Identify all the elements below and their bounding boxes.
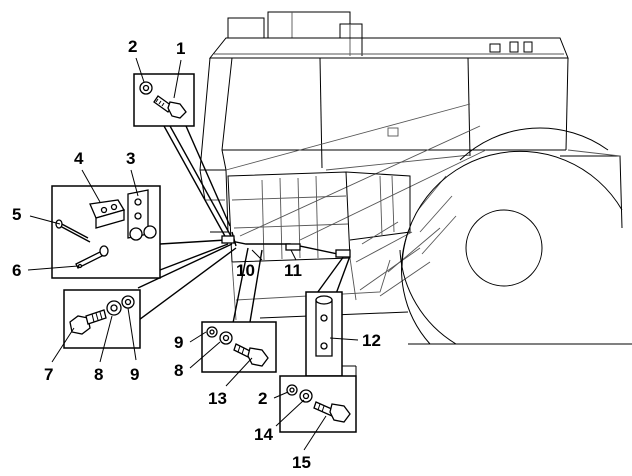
- bolt-icon: [153, 95, 187, 119]
- callout-15: 15: [292, 453, 311, 472]
- callout-8-left: 8: [94, 365, 103, 384]
- bolt-icon: [313, 401, 351, 423]
- callout-11: 11: [284, 261, 302, 280]
- callout-2-top: 2: [128, 37, 137, 56]
- detail-box-bolt-nut-top: [133, 73, 195, 127]
- cotter-pin-icon: [55, 219, 91, 243]
- clevis-pin-icon: [75, 245, 109, 269]
- detail-box-bolt-washers-bottom: [279, 365, 357, 433]
- detail-box-clamp-pin: [51, 185, 161, 279]
- callout-12: 12: [362, 331, 381, 350]
- lock-washer-icon: [121, 295, 135, 309]
- body-diagonals: [225, 103, 487, 241]
- detail-box-bolt-washers-left: [63, 289, 141, 349]
- harness-clamp-icon: [315, 295, 333, 357]
- detail-box-harness-clamp: [305, 291, 343, 377]
- callout-1: 1: [176, 39, 185, 58]
- callout-2-bottom: 2: [258, 389, 267, 408]
- machine-body: [199, 11, 632, 345]
- callout-3: 3: [126, 149, 135, 168]
- callout-9-mid: 9: [174, 333, 183, 352]
- bolt-icon: [233, 343, 269, 367]
- exhaust-stack: [227, 11, 363, 56]
- callout-7: 7: [44, 365, 53, 384]
- washer-icon: [106, 300, 122, 316]
- callout-13: 13: [208, 389, 227, 408]
- hinge-clamp-icon: [89, 199, 125, 229]
- harness-brackets: [221, 235, 351, 258]
- bracket-plate-icon: [127, 189, 157, 241]
- callout-10: 10: [236, 261, 255, 280]
- callout-5: 5: [12, 205, 21, 224]
- callout-labels: 1 2 3 4 5 6 7 8 9 10 11 12 9 8 13 2 14 1…: [12, 37, 381, 472]
- callout-8-mid: 8: [174, 361, 183, 380]
- washer-icon: [299, 389, 313, 403]
- nut-icon: [139, 81, 153, 95]
- callout-4: 4: [74, 149, 84, 168]
- cab-outline: [199, 37, 569, 233]
- nut-icon: [286, 384, 298, 396]
- lock-washer-icon: [206, 326, 218, 338]
- washer-icon: [219, 331, 233, 345]
- callout-pointers: [27, 57, 359, 451]
- rear-wheel: [399, 127, 632, 345]
- callout-14: 14: [254, 425, 273, 444]
- detail-box-bolt-washers-mid: [201, 321, 277, 373]
- callout-9-left: 9: [130, 365, 139, 384]
- callout-6: 6: [12, 261, 21, 280]
- bolt-icon: [69, 309, 107, 335]
